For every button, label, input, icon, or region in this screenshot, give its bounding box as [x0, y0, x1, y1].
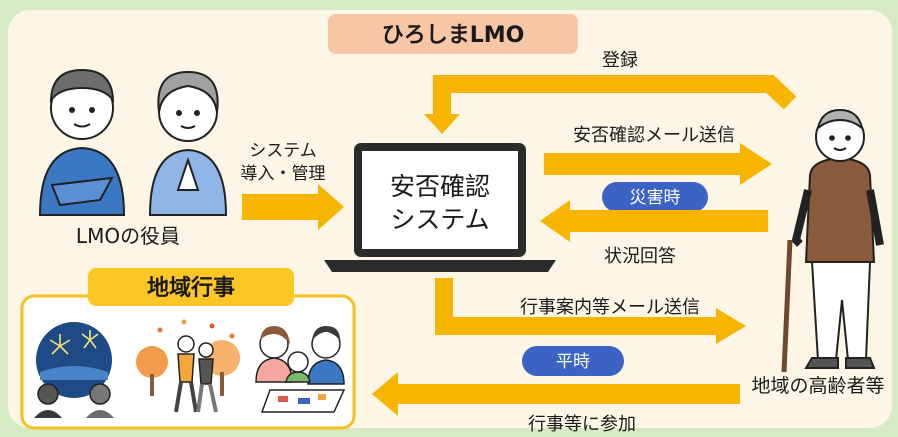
event-mail-arrow [435, 278, 718, 335]
executive-man-illustration [38, 68, 126, 216]
register-arrowhead [424, 114, 460, 134]
laptop-line2: システム [390, 205, 489, 234]
status-reply-arrow [540, 200, 768, 242]
register-arrow [433, 75, 797, 116]
normal-badge-label: 平時 [556, 352, 590, 372]
laptop-icon [324, 143, 556, 272]
executive-woman-illustration [148, 70, 228, 216]
autumn-walk-illustration [136, 319, 240, 413]
safety-mail-arrow [544, 143, 772, 185]
elderly-person-illustration [781, 108, 884, 373]
executives-label: LMOの役員 [76, 224, 180, 248]
disaster-badge [602, 182, 708, 212]
participate-arrow [372, 372, 740, 416]
normal-badge [522, 346, 624, 376]
participate-label: 行事等に参加 [528, 414, 636, 433]
title-text: ひろしまLMO [382, 23, 525, 48]
safety-mail-label: 安否確認メール送信 [573, 125, 735, 146]
event-mail-arrowhead [716, 308, 746, 344]
disaster-badge-label: 災害時 [630, 188, 681, 208]
fireworks-illustration [34, 322, 114, 418]
system-arrow-line1: システム [249, 141, 317, 161]
laptop-line1: 安否確認 [390, 172, 490, 201]
family-map-illustration [255, 326, 346, 413]
events-title: 地域行事 [147, 275, 235, 301]
title-tab [328, 14, 578, 54]
elderly-label: 地域の高齢者等 [751, 375, 884, 397]
system-intro-arrow [242, 184, 344, 230]
system-arrow-line2: 導入・管理 [241, 164, 326, 184]
events-header [88, 268, 294, 306]
status-reply-label: 状況回答 [604, 246, 676, 267]
register-label: 登録 [602, 50, 638, 71]
event-mail-label: 行事案内等メール送信 [520, 297, 700, 318]
